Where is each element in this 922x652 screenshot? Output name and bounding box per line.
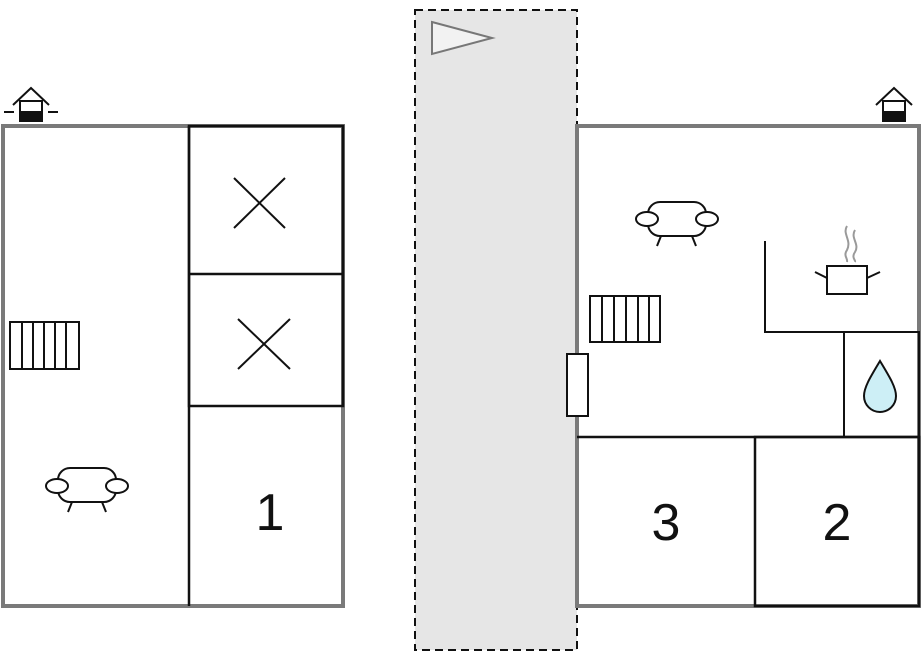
room-number-3: 3	[652, 494, 681, 552]
radiator-icon	[9, 321, 80, 370]
door	[566, 353, 589, 417]
single-bed-cross-icon	[237, 318, 291, 370]
sofa-icon	[635, 201, 719, 247]
water-drop-icon	[862, 359, 898, 413]
walkway	[414, 9, 578, 651]
right-floor	[575, 124, 921, 608]
direction-triangle-icon	[431, 20, 496, 56]
single-bed-cross-icon	[233, 177, 286, 229]
cooking-pot-icon	[814, 225, 881, 295]
radiator-icon	[589, 295, 661, 343]
house-entrance-icon	[875, 86, 913, 122]
sofa-icon	[45, 467, 129, 513]
room-number-2: 2	[823, 494, 852, 552]
room-number-1: 1	[256, 484, 285, 542]
house-entrance-icon	[4, 86, 58, 122]
